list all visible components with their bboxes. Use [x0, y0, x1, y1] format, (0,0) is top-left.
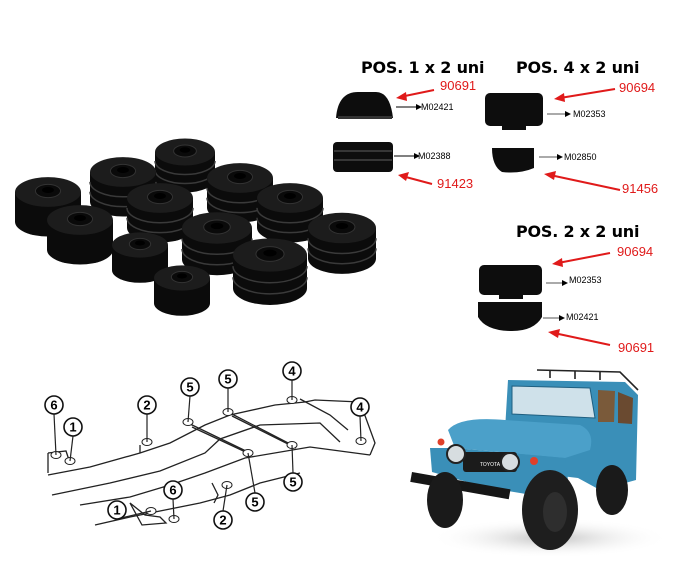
roof-rack — [536, 369, 639, 391]
bushing — [126, 183, 194, 243]
part-number-pos2-top: 90694 — [617, 244, 654, 259]
callout-circle — [44, 395, 64, 415]
callout-leader — [222, 484, 228, 512]
callout-circle — [245, 492, 265, 512]
group-title-pos1: POS. 1 x 2 uni — [361, 58, 485, 77]
arrow-code-top-pos4 — [547, 111, 571, 117]
red-arrow-top-pos1 — [396, 89, 435, 101]
part-number-pos4-top: 90694 — [619, 80, 656, 95]
code-pos4-top: M02353 — [573, 109, 606, 119]
callout-leader — [187, 395, 191, 423]
code-pos2-top: M02353 — [569, 275, 602, 285]
arrow-code-top-pos1 — [396, 104, 422, 110]
callout-leader — [291, 444, 294, 474]
callout-label: 1 — [69, 420, 76, 435]
callout-label: 5 — [186, 380, 193, 395]
part-number-pos2-bottom: 90691 — [618, 340, 655, 355]
bushing-bottom-pos4 — [492, 148, 534, 173]
code-pos1-top: M02421 — [421, 102, 454, 112]
bushing — [112, 232, 168, 283]
callout-label: 2 — [143, 398, 150, 413]
frame-outline — [47, 398, 376, 526]
callout-circle — [180, 377, 200, 397]
arrow-code-bottom-pos4 — [539, 154, 563, 160]
bushing — [154, 265, 210, 316]
red-arrow-top-pos4 — [554, 88, 616, 102]
red-arrow-bottom-pos4 — [544, 171, 621, 191]
group-pos2-illustration — [478, 252, 611, 346]
callout-circle — [218, 369, 238, 389]
callout-label: 1 — [113, 503, 120, 518]
callout-circle — [137, 395, 157, 415]
vehicle-image: TOYOTA — [410, 369, 670, 558]
code-pos4-bottom: M02850 — [564, 152, 597, 162]
callout-circle — [163, 480, 183, 500]
red-arrow-top-pos2 — [552, 252, 611, 267]
red-arrow-bottom-pos2 — [548, 329, 611, 346]
part-number-pos1-top: 90691 — [440, 78, 477, 93]
callout-label: 4 — [356, 400, 364, 415]
code-pos1-bottom: M02388 — [418, 151, 451, 161]
bushing-bottom-pos2 — [478, 302, 542, 331]
bushing-top-pos4 — [485, 93, 543, 130]
bushing-top-pos1 — [336, 92, 393, 119]
arrow-code-top-pos2 — [546, 280, 568, 286]
callout-circle — [350, 397, 370, 417]
callout-leader — [53, 413, 57, 456]
callout-leader — [247, 452, 256, 494]
callout-label: 5 — [251, 495, 258, 510]
group-pos4-illustration — [485, 88, 621, 191]
callout-label: 5 — [289, 475, 296, 490]
callout-circle — [107, 500, 127, 520]
group-title-pos2: POS. 2 x 2 uni — [516, 222, 640, 241]
bushing — [206, 163, 274, 223]
bushing-kit-image — [15, 138, 377, 316]
callout-leader — [359, 415, 362, 442]
callout-label: 6 — [50, 398, 57, 413]
bushing — [232, 238, 308, 305]
bushing-top-pos2 — [479, 265, 542, 299]
bushing — [307, 212, 377, 274]
group-title-pos4: POS. 4 x 2 uni — [516, 58, 640, 77]
arrow-code-bottom-pos1 — [394, 153, 420, 159]
mount-points — [50, 396, 367, 523]
group-pos1-illustration — [333, 89, 435, 185]
bushing — [256, 183, 324, 243]
callout-circle — [283, 472, 303, 492]
callout-label: 6 — [169, 483, 176, 498]
code-pos2-bottom: M02421 — [566, 312, 599, 322]
part-number-pos4-bottom: 91456 — [622, 181, 659, 196]
callout-circle — [282, 361, 302, 381]
callout-circle — [63, 417, 83, 437]
bushing — [47, 205, 113, 265]
bushing — [154, 138, 216, 193]
grille-text: TOYOTA — [480, 462, 501, 468]
callout-label: 4 — [288, 364, 296, 379]
red-arrow-bottom-pos1 — [398, 172, 433, 185]
vehicle-wheels — [427, 465, 628, 550]
callout-leader — [69, 435, 74, 462]
part-number-pos1-bottom: 91423 — [437, 176, 474, 191]
callout-circle — [213, 510, 233, 530]
vehicle-body: TOYOTA — [410, 380, 638, 500]
callout-label: 5 — [224, 372, 231, 387]
bushing — [181, 212, 253, 276]
callout-label: 2 — [219, 513, 226, 528]
callout-leader — [172, 498, 175, 520]
arrow-code-bottom-pos2 — [543, 315, 565, 321]
bushing-bottom-pos1 — [333, 142, 393, 172]
